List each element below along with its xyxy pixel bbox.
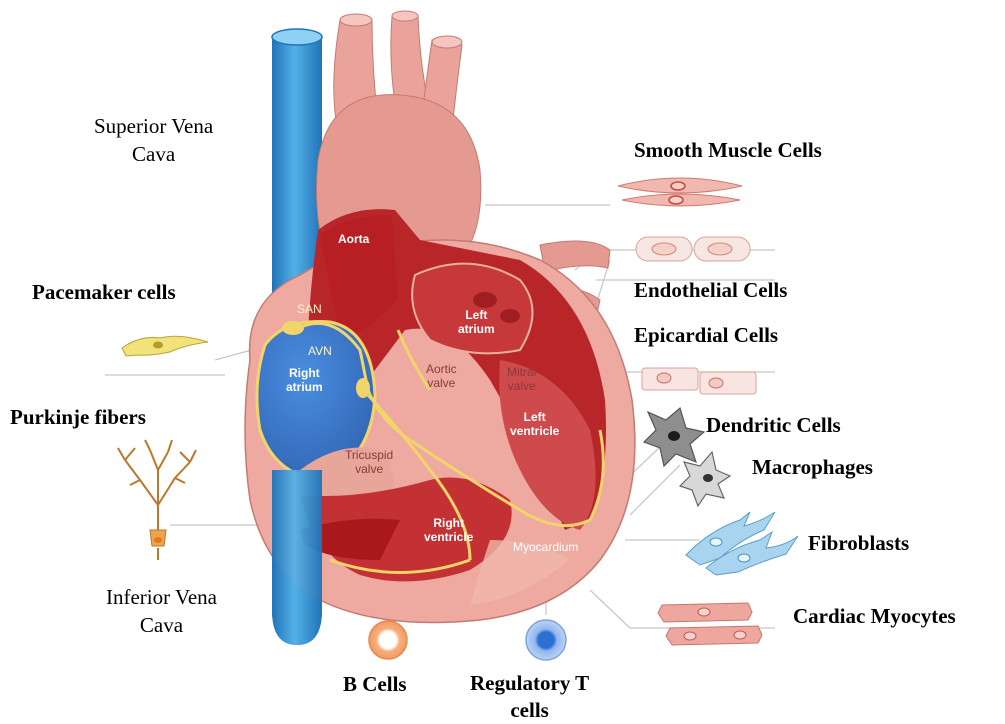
mitral-valve-label: Mitral valve xyxy=(507,365,536,393)
right-atrium-line-1: Right xyxy=(286,366,323,380)
pacemaker-cell-icon xyxy=(122,336,208,356)
right-ventricle-label: Right ventricle xyxy=(424,516,473,544)
left-atrium-line-1: Left xyxy=(458,308,495,322)
tricuspid-valve-label: Tricuspid valve xyxy=(345,448,393,476)
left-ventricle-label: Left ventricle xyxy=(510,410,559,438)
left-atrium-line-2: atrium xyxy=(458,322,495,336)
myocardium-label: Myocardium xyxy=(513,540,578,554)
epicardial-cells-label: Epicardial Cells xyxy=(634,323,778,348)
endothelial-cells-icon xyxy=(636,237,750,261)
right-ventricle-line-1: Right xyxy=(424,516,473,530)
b-cells-label: B Cells xyxy=(343,672,407,697)
pacemaker-cells-label: Pacemaker cells xyxy=(32,280,176,305)
inferior-vena-cava-line-2: Cava xyxy=(106,611,217,639)
regulatory-t-cell-icon xyxy=(526,620,566,660)
vessel-branch-1-opening xyxy=(340,14,372,26)
vessel-branch-2-opening xyxy=(392,11,418,21)
atrioventricular-node xyxy=(356,378,370,398)
superior-vena-cava-label: Superior Vena Cava xyxy=(94,112,213,168)
fibroblasts-label: Fibroblasts xyxy=(808,531,909,556)
right-atrium-line-2: atrium xyxy=(286,380,323,394)
vena-cava-opening xyxy=(272,29,322,45)
macrophages-label: Macrophages xyxy=(752,455,873,480)
left-ventricle-line-2: ventricle xyxy=(510,424,559,438)
tricuspid-valve-line-2: valve xyxy=(345,462,393,476)
aortic-valve-label: Aortic valve xyxy=(426,362,457,390)
inferior-vena-cava-tube xyxy=(272,470,322,645)
macrophage-icon xyxy=(680,452,730,506)
cardiac-myocytes-icon xyxy=(658,603,762,645)
left-atrium-opening xyxy=(473,292,497,308)
right-ventricle-line-2: ventricle xyxy=(424,530,473,544)
smooth-muscle-cells-icon xyxy=(618,178,742,206)
tricuspid-valve-line-1: Tricuspid xyxy=(345,448,393,462)
mitral-valve-line-1: Mitral xyxy=(507,365,536,379)
right-atrium-label: Right atrium xyxy=(286,366,323,394)
endothelial-cells-label: Endothelial Cells xyxy=(634,278,787,303)
superior-vena-cava-line-2: Cava xyxy=(94,140,213,168)
cardiac-myocytes-label: Cardiac Myocytes xyxy=(793,604,956,629)
regulatory-t-cells-line-2: cells xyxy=(470,697,589,724)
left-atrium-opening xyxy=(500,309,520,323)
left-atrium-label: Left atrium xyxy=(458,308,495,336)
aortic-valve-line-1: Aortic xyxy=(426,362,457,376)
san-label: SAN xyxy=(297,302,322,316)
avn-label: AVN xyxy=(308,344,332,358)
aortic-valve-line-2: valve xyxy=(426,376,457,390)
regulatory-t-cells-label: Regulatory T cells xyxy=(470,670,589,724)
left-ventricle-line-1: Left xyxy=(510,410,559,424)
fibroblasts-icon xyxy=(686,512,798,575)
superior-vena-cava-line-1: Superior Vena xyxy=(94,112,213,140)
regulatory-t-cells-line-1: Regulatory T xyxy=(470,670,589,697)
purkinje-nucleus xyxy=(154,537,162,543)
sinoatrial-node xyxy=(282,321,304,335)
inferior-vena-cava-line-1: Inferior Vena xyxy=(106,583,217,611)
dendritic-cell-icon xyxy=(644,408,704,466)
b-cell-icon xyxy=(369,621,407,659)
mitral-valve-line-2: valve xyxy=(507,379,536,393)
vessel-branch-3-opening xyxy=(432,36,462,48)
inferior-vena-cava-label: Inferior Vena Cava xyxy=(106,583,217,639)
dendritic-cells-label: Dendritic Cells xyxy=(706,413,841,438)
smooth-muscle-cells-label: Smooth Muscle Cells xyxy=(634,138,822,163)
purkinje-fibers-label: Purkinje fibers xyxy=(10,405,146,430)
aorta-label: Aorta xyxy=(338,232,369,246)
